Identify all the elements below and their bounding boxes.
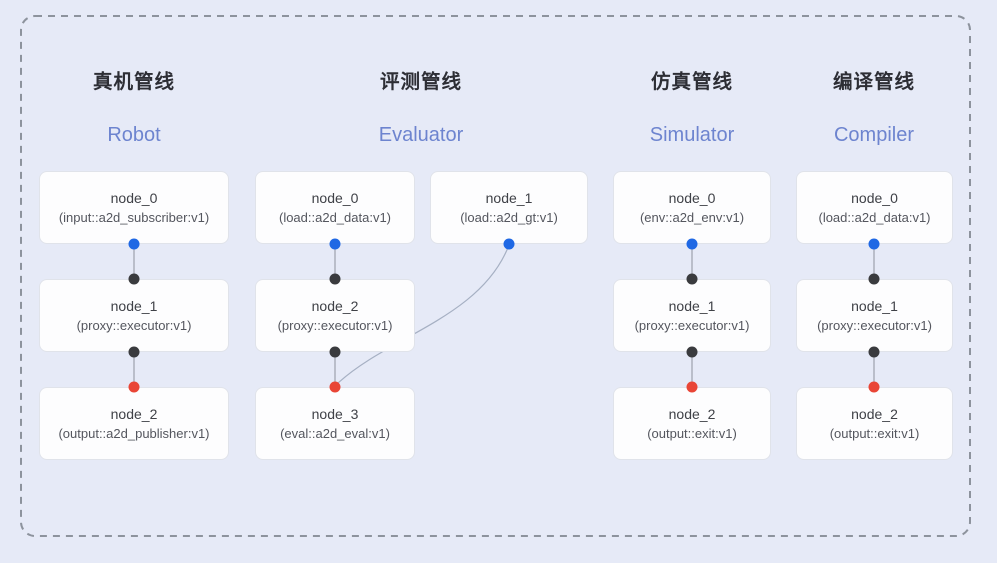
dashed-border-frame bbox=[20, 15, 971, 537]
port-dot-blue bbox=[868, 238, 880, 250]
port-dot-red bbox=[686, 381, 698, 393]
port-dot-black bbox=[329, 346, 341, 358]
port-dot-black bbox=[868, 346, 880, 358]
port-dot-red bbox=[868, 381, 880, 393]
port-dot-black bbox=[128, 273, 140, 285]
edge-evaluator-1-3-curve bbox=[336, 244, 510, 385]
port-dot-red bbox=[329, 381, 341, 393]
port-dot-black bbox=[686, 346, 698, 358]
port-dot-blue bbox=[686, 238, 698, 250]
port-dot-red bbox=[128, 381, 140, 393]
port-dot-black bbox=[329, 273, 341, 285]
port-dot-blue bbox=[329, 238, 341, 250]
port-dot-black bbox=[686, 273, 698, 285]
port-dot-blue bbox=[503, 238, 515, 250]
port-dot-black bbox=[868, 273, 880, 285]
port-dot-blue bbox=[128, 238, 140, 250]
port-dot-black bbox=[128, 346, 140, 358]
